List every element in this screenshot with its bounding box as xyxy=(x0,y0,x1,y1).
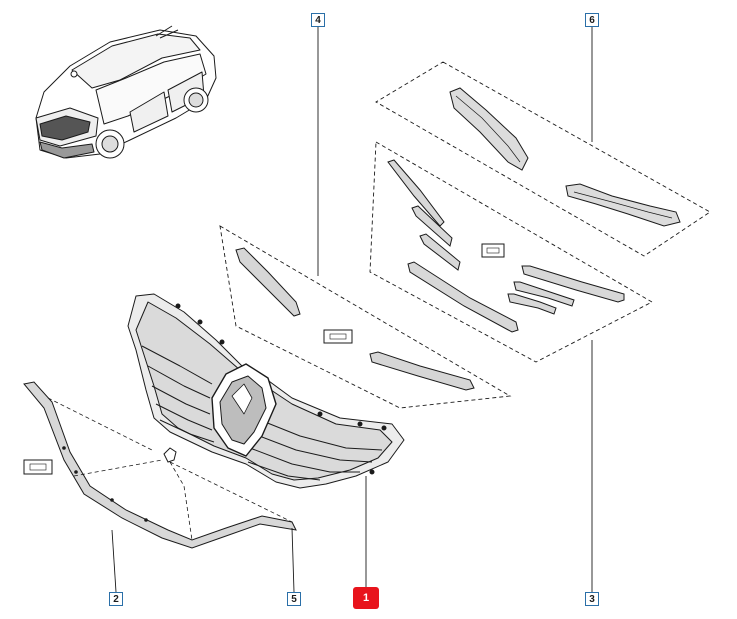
part-label-2-text: 2 xyxy=(113,593,119,605)
trim-strip-3g xyxy=(507,293,557,315)
part-group-3 xyxy=(369,141,653,363)
part-label-3-text: 3 xyxy=(589,593,595,605)
part-label-6-text: 6 xyxy=(589,14,595,26)
part-label-5[interactable]: 5 xyxy=(287,592,301,606)
trim-strip-4b xyxy=(369,351,475,391)
part-label-6[interactable]: 6 xyxy=(585,13,599,27)
clip-symbol-3 xyxy=(481,243,505,258)
part-label-1-highlighted[interactable]: 1 xyxy=(353,587,379,609)
side-trim-part-6a xyxy=(449,87,529,171)
clip-symbol-4 xyxy=(323,329,353,344)
trim-strip-4a xyxy=(235,247,301,317)
assembly-frame-6 xyxy=(375,61,711,257)
trim-strip-3c xyxy=(419,233,461,271)
trim-strip-3f xyxy=(513,281,575,307)
car-thumbnail-illustration xyxy=(35,25,217,159)
label-leader-lines xyxy=(111,27,593,593)
trim-strip-3a xyxy=(387,159,445,227)
trim-strip-3b xyxy=(411,205,453,247)
part-label-4-text: 4 xyxy=(315,14,321,26)
assembly-frame-4 xyxy=(219,225,512,409)
clip-symbol-2 xyxy=(23,459,53,475)
trim-strip-3d xyxy=(407,261,519,333)
main-radiator-grille xyxy=(127,293,405,489)
part-label-2[interactable]: 2 xyxy=(109,592,123,606)
assembly-dashed-lines xyxy=(47,397,293,541)
assembly-frame-3 xyxy=(369,141,653,363)
part-label-3[interactable]: 3 xyxy=(585,592,599,606)
part-label-5-text: 5 xyxy=(291,593,297,605)
part-label-4[interactable]: 4 xyxy=(311,13,325,27)
part-label-1-text: 1 xyxy=(362,592,370,604)
part-group-4 xyxy=(219,225,512,409)
part-group-6 xyxy=(375,61,711,257)
fastener-clip xyxy=(163,447,177,463)
trim-strip-3e xyxy=(521,265,625,303)
